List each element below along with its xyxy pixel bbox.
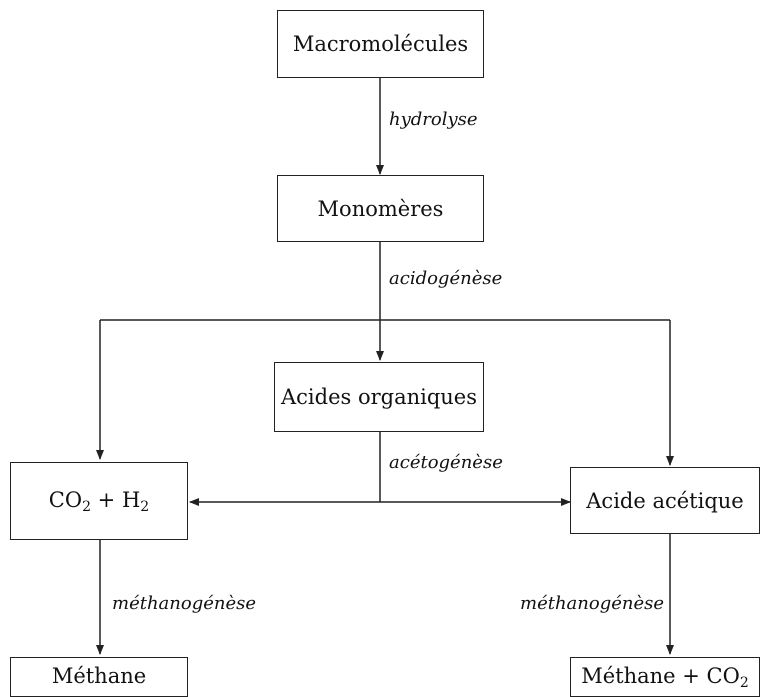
process-acidogenese: acidogénèse bbox=[389, 268, 503, 289]
node-co2-h2: CO2 + H2 bbox=[10, 462, 188, 540]
node-acide-acetique: Acide acétique bbox=[570, 467, 760, 534]
node-acides-organiques: Acides organiques bbox=[274, 362, 484, 432]
node-monomeres-label: Monomères bbox=[317, 196, 444, 221]
node-acide-acetique-label: Acide acétique bbox=[586, 488, 744, 513]
process-methanogenese-left: méthanogénèse bbox=[112, 593, 257, 614]
node-co2-h2-label: CO2 + H2 bbox=[48, 487, 150, 515]
process-methanogenese-right: méthanogénèse bbox=[520, 593, 665, 614]
node-methane-co2: Méthane + CO2 bbox=[570, 657, 760, 697]
node-macromolecules: Macromolécules bbox=[277, 10, 484, 78]
node-methane-label: Méthane bbox=[51, 664, 147, 688]
node-macromolecules-label: Macromolécules bbox=[292, 32, 469, 56]
node-methane-co2-label: Méthane + CO2 bbox=[581, 664, 749, 691]
process-hydrolyse: hydrolyse bbox=[389, 109, 478, 130]
node-acides-organiques-label: Acides organiques bbox=[280, 385, 478, 409]
process-acetogenese: acétogénèse bbox=[389, 452, 503, 473]
node-monomeres: Monomères bbox=[277, 175, 484, 242]
node-methane: Méthane bbox=[10, 657, 188, 697]
